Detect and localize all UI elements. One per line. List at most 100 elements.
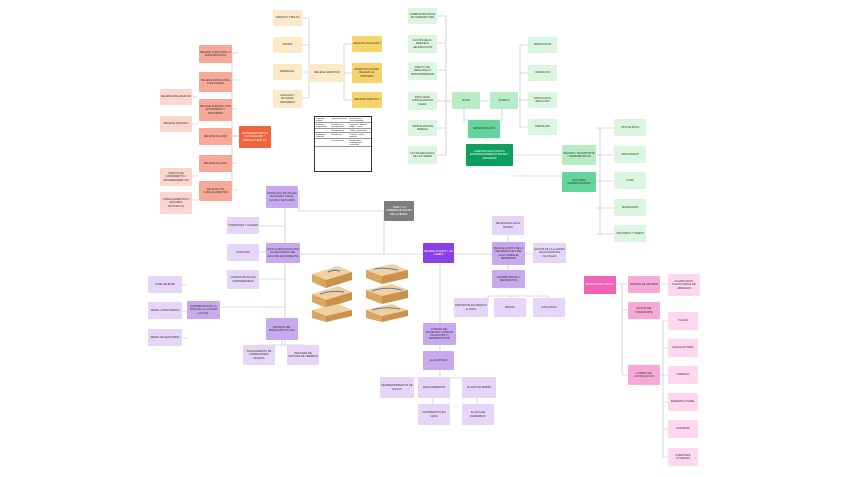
glacier-item-node[interactable]: DESPRENDIMIENTOS DE ROCAS bbox=[380, 377, 414, 398]
flat-relief-node[interactable]: RELIEVE PLANOS Y DE LIGERO bbox=[423, 243, 454, 263]
relief-plegado-node[interactable]: RELIEVE PLEGADO CON ANTIFORMAS Y SINFORM… bbox=[199, 99, 232, 121]
factor-item-node[interactable]: CLIMA bbox=[614, 172, 646, 189]
factor-item-node[interactable]: VEGETACION bbox=[614, 199, 646, 216]
node-label: RELIEVE CON CABALGAMIENTOS bbox=[203, 187, 228, 194]
glacier-item-node[interactable]: FLUJOS DE BARRO bbox=[462, 377, 496, 398]
karst-relief-node[interactable]: RELIEVE KARSTICO bbox=[352, 92, 382, 108]
physical-item-node[interactable]: CAMBIOS BRUSCOS DE TEMPERATURA bbox=[408, 8, 437, 24]
node-label: CAMBIOS BRUSCOS DE TEMPERATURA bbox=[409, 12, 436, 19]
landform-block bbox=[312, 266, 352, 288]
coast-dep-item[interactable]: FLECHA LITORAL bbox=[668, 339, 698, 357]
erosion-item-node[interactable]: PROCESO DE CAPTURA DE TERRENO bbox=[287, 345, 319, 365]
mantos-node[interactable]: MANTOS DE CORRIMIENTO O DESCENDIMIENTOS bbox=[160, 168, 192, 186]
marine-relief-node[interactable]: RELIEVE DEL AGUA MARINA bbox=[492, 216, 524, 235]
valley-hub-node[interactable]: RIOS ALIMENTADOS POR EL RECORRIDO DEL AG… bbox=[266, 243, 300, 263]
meteorizacion-node[interactable]: METEORIZACION bbox=[468, 120, 500, 138]
sed-item-node[interactable]: DEPOSITOS DE ABANICO ALUVIAL bbox=[454, 298, 488, 317]
node-label: DESLIZAMIENTOS bbox=[422, 385, 446, 389]
erosion-item-node[interactable]: SOCAVAMIENTO DE FORMACIONES RIGIDAS bbox=[243, 345, 275, 365]
flood-plain-node[interactable]: ACCION DE LA LLANURA DE INUNDACION FLUVI… bbox=[533, 243, 566, 263]
sedimentation-relief-node[interactable]: RELIEVE ACCION DE LA SEDIMENTACION DEL A… bbox=[492, 242, 525, 265]
chemical-item-node[interactable]: HIDROLISIS bbox=[528, 119, 557, 135]
node-label: CORDONES LITORALES bbox=[675, 453, 691, 460]
node-label: RELIEVE FALLADO bbox=[203, 134, 228, 138]
crestas-node[interactable]: CRESTAS Y BOLAS bbox=[273, 10, 302, 26]
meteor-relief-node[interactable]: METEORIZACION DE LOS RELIEVES Y ESTRUCTU… bbox=[239, 126, 271, 148]
node-label: PROCESO DE CAPTURA DE TERRENO bbox=[288, 351, 318, 358]
agents-node[interactable]: AGENTES GEOLOGICOS EXTERNOS ENERGIA SOLA… bbox=[466, 144, 513, 166]
node-label: SOCAVAMIENTO DE FORMACIONES RIGIDAS bbox=[246, 350, 272, 360]
valley-model-node[interactable]: MODELADO DE VALLES FLUVIALES: VALLE, CAU… bbox=[266, 186, 298, 208]
perfil-long-node[interactable]: PERFIL LONGITUDINAL bbox=[148, 302, 182, 319]
relief-cabalgamiento-node[interactable]: RELIEVE CON CABALGAMIENTOS bbox=[199, 181, 232, 201]
chemical-item-node[interactable]: HIDRATACION bbox=[528, 37, 557, 53]
fisica-node[interactable]: FISICA bbox=[452, 92, 480, 109]
node-label: OXIDACION bbox=[535, 71, 550, 75]
table-cell: Exokarst (superficie) bbox=[315, 122, 331, 129]
coast-transport-node[interactable]: ACCION DEL TRANSPORTE bbox=[628, 302, 660, 319]
node-label: GLACIARISMO bbox=[429, 358, 448, 362]
coast-dep-item[interactable]: TOMBOLO bbox=[668, 366, 698, 384]
glacier-item-node[interactable]: DESLIZAMIENTOS bbox=[418, 377, 450, 398]
berrocal-node[interactable]: BERROCAL bbox=[273, 64, 302, 80]
granite-relief-node[interactable]: RELIEVE GRANITICO bbox=[310, 64, 344, 82]
coast-dep-item[interactable]: BARRERA LITORAL bbox=[668, 393, 698, 411]
llanura-node[interactable]: DISTRIBUCION EN LA ZONA DE LA LLANURA AL… bbox=[187, 301, 220, 319]
coast-erosion-item[interactable]: ACANTILADOS, PLATAFORMAS DE ABRASION bbox=[668, 274, 700, 296]
landform-block bbox=[312, 286, 352, 308]
physical-item-node[interactable]: ACCION MECANICA DE LOS SERES bbox=[408, 146, 437, 164]
factor-item-node[interactable]: TOPOGRAFIA bbox=[614, 146, 646, 163]
table-header: Tipo de proceso bbox=[330, 117, 349, 123]
chemical-item-node[interactable]: OXIDACION bbox=[528, 65, 557, 81]
glacier-node[interactable]: GLACIARISMO bbox=[423, 351, 454, 370]
factors-node[interactable]: FACTORES CONDICIONANTES bbox=[562, 172, 596, 192]
node-label: RELIEVE APALACHIANO bbox=[161, 95, 191, 99]
node-label: MANTOS DE CORRIMIENTO O DESCENDIMIENTOS bbox=[163, 172, 189, 182]
perfil-eq-node[interactable]: PERFIL DE EQUILIBRIO bbox=[148, 329, 182, 346]
physical-item-node[interactable]: EXPLOSION CRISTALIZACION SALES bbox=[408, 92, 437, 110]
escamas-node[interactable]: CABALGAMIENTOS O ESCAMAS TECTONICAS bbox=[160, 192, 192, 214]
node-label: TOMBOLO bbox=[676, 373, 690, 377]
glacier-forms-node[interactable]: FORMAS DEL MODELADO: FORMAS DE EROSION Y… bbox=[423, 323, 456, 345]
physical-item-node[interactable]: ACCION HIELO-DESHIELO GELIFRACCION bbox=[408, 35, 437, 53]
lanchas-node[interactable]: LANCHAS Y BLOQUES DISPERSOS bbox=[273, 90, 302, 108]
coast-erosion-node[interactable]: FORMAS DE EROSION bbox=[628, 276, 660, 293]
relief-monoclinal-node[interactable]: RELIEVE MONOCLINAL O ESCUADRA bbox=[199, 72, 232, 92]
coast-dep-item[interactable]: ALBUFERA bbox=[668, 420, 698, 438]
node-label: CRISTALIZACION MINERAL bbox=[411, 124, 434, 131]
chemical-item-node[interactable]: DISOLUCION REACCION bbox=[528, 92, 557, 108]
coast-deposition-node[interactable]: FORMAS DE ACUMULACION bbox=[628, 365, 660, 385]
glacier-item-node[interactable]: MOVIMIENTOS EN MASA bbox=[418, 404, 450, 425]
valley-left-item[interactable]: TORRENTES Y CAUCES bbox=[227, 217, 259, 234]
volcanic-relief-node[interactable]: RELIEVE VOLCANICO bbox=[352, 36, 382, 52]
coast-morphology-node[interactable]: MORFOLOGIA LITORAL bbox=[584, 276, 616, 294]
coast-dep-item[interactable]: PLAYAS bbox=[668, 312, 698, 330]
domos-node[interactable]: DOMOS bbox=[273, 37, 302, 53]
jurasico-node[interactable]: RELIEVE JURASICO bbox=[160, 116, 192, 132]
valley-left-item[interactable]: CARCAVAS bbox=[227, 244, 259, 261]
sed-item-node[interactable]: ESTUARIOS bbox=[533, 298, 565, 317]
node-label: DESPRENDIMIENTOS DE ROCAS bbox=[381, 384, 413, 391]
node-label: ACCION MECANICA DE LOS SERES bbox=[410, 151, 435, 158]
physical-item-node[interactable]: CRISTALIZACION MINERAL bbox=[408, 120, 437, 136]
relief-horizontal-node[interactable]: RELIEVE HORIZONTAL O SUBHORIZONTAL bbox=[199, 45, 232, 63]
sed-item-node[interactable]: DELTAS bbox=[494, 298, 526, 317]
factor-item-node[interactable]: TIPO DE ROCA bbox=[614, 119, 646, 136]
factor-item-node[interactable]: TECTONICA Y TIEMPO bbox=[614, 225, 646, 242]
sediments-node[interactable]: SEDIMENTACION Y SEDIMENTOS bbox=[492, 270, 525, 288]
nivel-base-node[interactable]: NIVEL DE BASE bbox=[148, 276, 182, 293]
valley-erosion-node[interactable]: EROSION DEL MODELADO FLUVIAL bbox=[266, 318, 298, 340]
erosion-process-node[interactable]: EROSION, TRANSPORTE Y SEDIMENTACION bbox=[562, 145, 596, 165]
glacier-item-node[interactable]: FLUJOS DE DERRUBIOS bbox=[462, 404, 494, 425]
apalachiano-node[interactable]: RELIEVE APALACHIANO bbox=[160, 89, 192, 105]
node-label: ESTUARIOS bbox=[541, 305, 557, 309]
coast-dep-item[interactable]: CORDONES LITORALES bbox=[668, 448, 698, 466]
valley-left-item[interactable]: CURSOS DE AGUAS SUBTERRANEAS bbox=[227, 270, 259, 289]
relief-fallado-node[interactable]: RELIEVE FALLADO bbox=[199, 128, 232, 145]
central-topic-node[interactable]: TEMA 7 LA SUPERFICIE SOLIDA DE LA TIERRA bbox=[384, 201, 414, 221]
physical-item-node[interactable]: EFECTO DE DESCARGA O DESCOMPRESION bbox=[408, 62, 437, 80]
relief-process-node[interactable]: MODIFICACION DEL RELIEVE: EL PROCESO bbox=[352, 63, 382, 83]
relief-fallado-node-2[interactable]: RELIEVE FALLADO bbox=[199, 155, 232, 172]
table-cell: Cuevas, simas, galerias bbox=[348, 132, 371, 139]
quimica-node[interactable]: QUIMICA bbox=[490, 92, 518, 109]
